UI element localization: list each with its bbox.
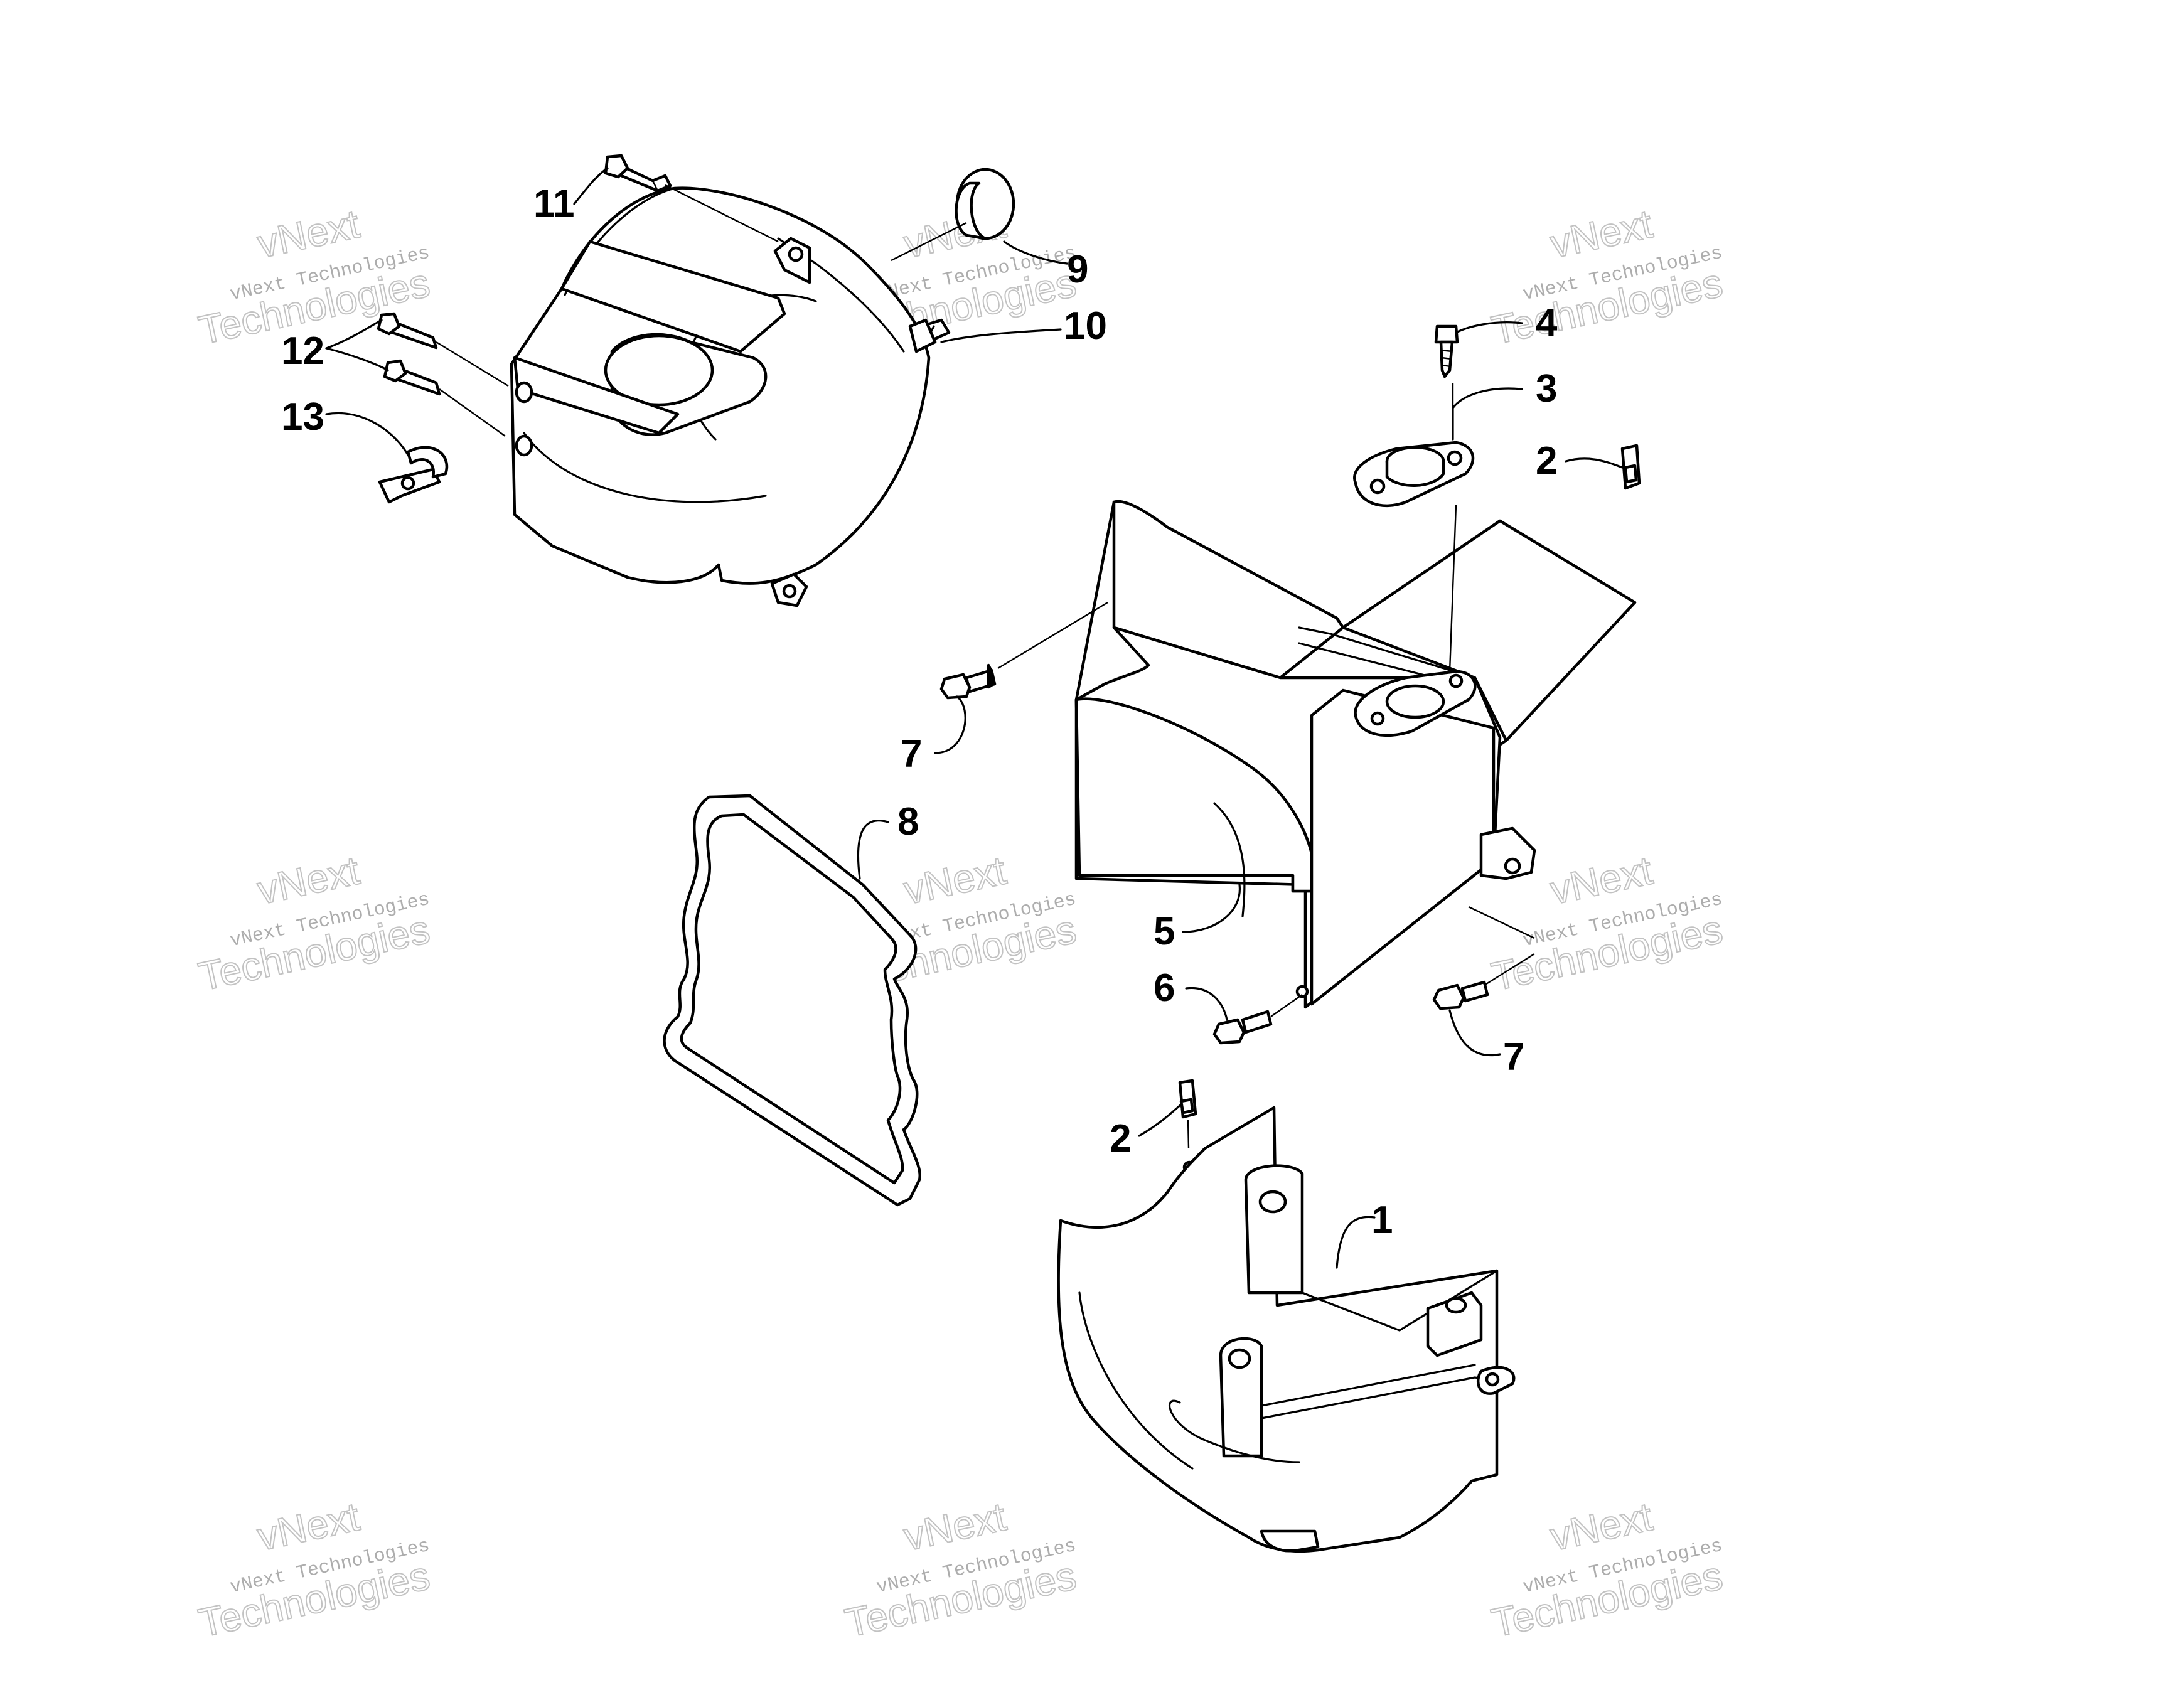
callout-11: 11 xyxy=(533,182,575,225)
callout-2-bottom: 2 xyxy=(1110,1117,1131,1160)
watermark-text-vnext: vNext xyxy=(1546,201,1656,266)
fan-shroud-housing xyxy=(510,186,937,607)
callout-8: 8 xyxy=(897,800,919,843)
part-7-bolt-left xyxy=(939,663,997,700)
callout-7-left: 7 xyxy=(901,732,922,776)
watermark-text-vnext: vNext xyxy=(900,847,1010,912)
part-5-center-shroud xyxy=(1074,500,1637,1009)
part-12-bolts xyxy=(377,312,441,396)
part-2-clip-nut-bottom xyxy=(1178,1079,1197,1174)
part-3-gasket-cap xyxy=(1353,441,1475,508)
part-9-plug xyxy=(955,168,1015,240)
part-11-bolt xyxy=(604,154,672,193)
part-6-bolt xyxy=(1212,1010,1273,1045)
callout-13: 13 xyxy=(281,395,324,439)
callout-9: 9 xyxy=(1067,248,1088,291)
callout-4: 4 xyxy=(1536,301,1558,345)
part-7-bolt-right xyxy=(1432,980,1489,1010)
leader-lines xyxy=(325,167,1624,1269)
watermark-text-vnext: vNext xyxy=(1546,1494,1656,1559)
part-8-gasket xyxy=(663,794,922,1207)
watermark-text-vnext: vNext xyxy=(254,1494,363,1559)
watermark-text-vnext: vNext xyxy=(1546,847,1656,912)
watermark-text-vnext: vNext xyxy=(900,1494,1010,1559)
watermark-top-right: vNext vNext Technologies Technologies xyxy=(1487,200,1726,353)
callout-6: 6 xyxy=(1154,966,1175,1010)
part-2-clip-nut-top xyxy=(1620,444,1641,490)
callout-1: 1 xyxy=(1371,1199,1393,1242)
callout-7-right: 7 xyxy=(1503,1035,1524,1079)
watermark-text-vnext: vNext xyxy=(254,201,363,266)
watermark-middle-left: vNext vNext Technologies Technologies xyxy=(194,847,434,1000)
watermark-bottom-right: vNext vNext Technologies Technologies xyxy=(1487,1493,1726,1646)
part-13-clamp xyxy=(378,446,449,504)
watermark-bottom-center: vNext vNext Technologies Technologies xyxy=(840,1493,1080,1646)
watermark-layer: vNext vNext Technologies Technologies vN… xyxy=(194,200,1726,1646)
part-4-screw xyxy=(1434,324,1459,378)
callout-10: 10 xyxy=(1064,304,1107,348)
callout-3: 3 xyxy=(1536,367,1557,410)
callout-12: 12 xyxy=(281,329,324,373)
watermark-text-vnext: vNext xyxy=(254,847,363,912)
callout-labels: 11 9 10 12 13 4 3 2 7 8 5 6 7 2 1 xyxy=(281,182,1558,1242)
part-1-lower-shroud xyxy=(1057,1106,1516,1553)
watermark-bottom-left: vNext vNext Technologies Technologies xyxy=(194,1493,434,1646)
callout-2-top: 2 xyxy=(1536,439,1557,483)
callout-5: 5 xyxy=(1154,910,1175,953)
